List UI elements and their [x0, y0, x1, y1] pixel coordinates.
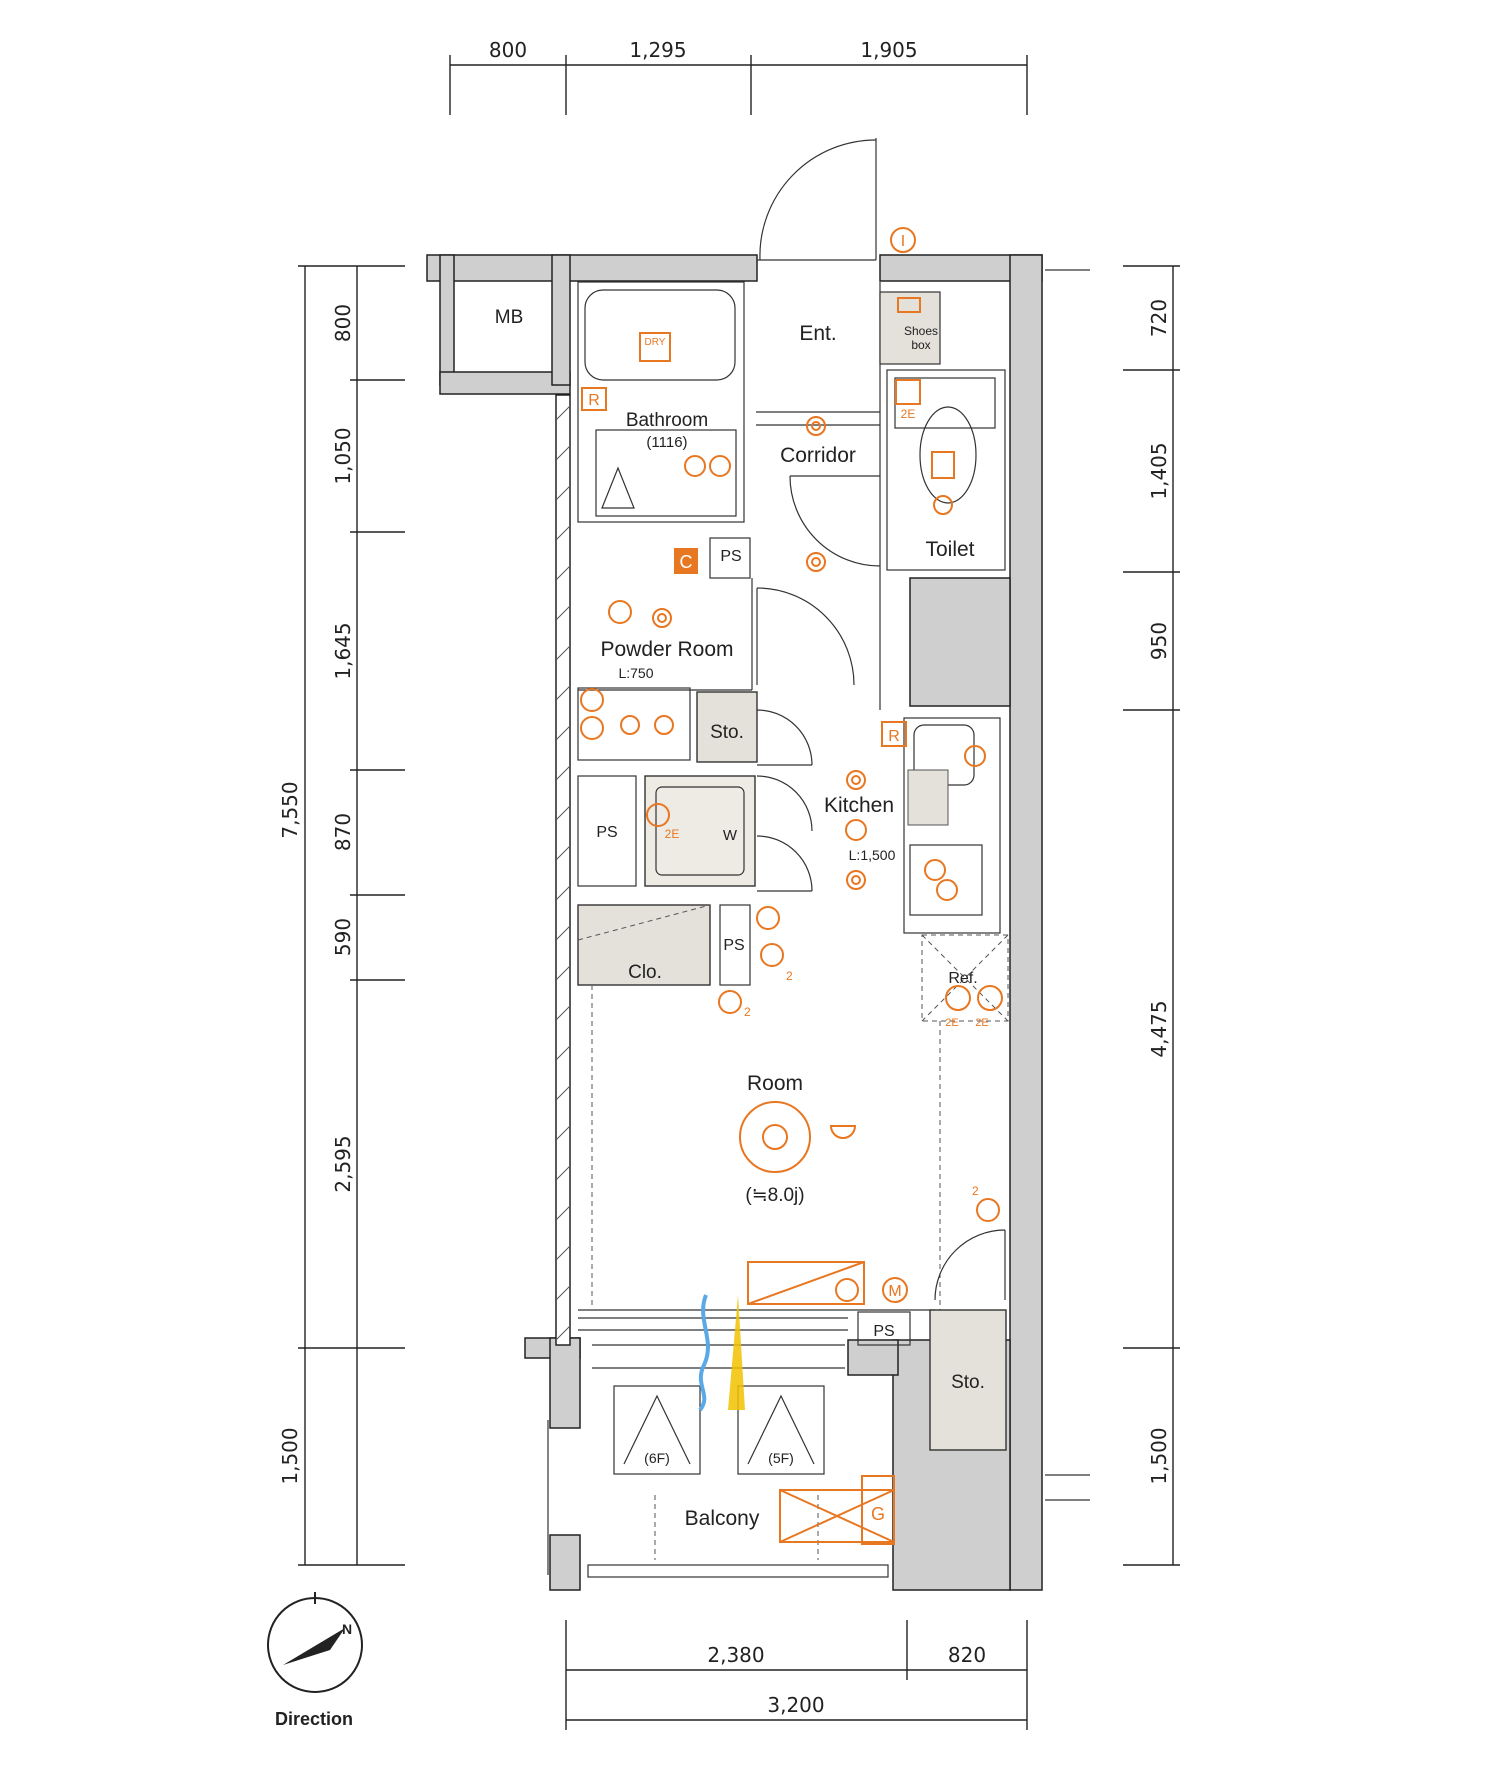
washer-label: W [723, 827, 738, 844]
e2-ref-a-label: 2E [945, 1017, 958, 1029]
dim-left-4: 870 [331, 813, 355, 851]
walls [426, 254, 1043, 1591]
ps-4-label: PS [873, 1323, 894, 1340]
ps-3-label: PS [723, 937, 744, 954]
e2-washer-label: 2E [665, 827, 680, 841]
dim-right-2: 1,405 [1147, 442, 1171, 499]
toilet-label: Toilet [925, 538, 974, 561]
r-bath-label: R [588, 392, 600, 409]
dim-left-3: 1,645 [331, 622, 355, 679]
dimension-lines [298, 55, 1180, 1730]
door-swings [756, 138, 1006, 1301]
compass: N Direction [267, 1592, 363, 1729]
entrance-label: Ent. [799, 322, 836, 345]
two-b-label: 2 [744, 1005, 751, 1019]
floor-6-label: (6F) [644, 1450, 670, 1466]
left-wall-hatching [555, 405, 571, 1341]
compass-label: Direction [275, 1709, 353, 1729]
shoes-box-label: Shoes [904, 324, 938, 338]
dimension-labels: 800 1,295 1,905 7,550 800 1,050 1,645 87… [278, 38, 1171, 1717]
e2-ref-b-label: 2E [975, 1017, 988, 1029]
m-label: M [888, 1283, 901, 1300]
dim-left-6: 2,595 [331, 1135, 355, 1192]
dim-right-5: 1,500 [1147, 1427, 1171, 1484]
floor-5-label: (5F) [768, 1450, 794, 1466]
compass-north-label: N [342, 1621, 352, 1637]
two-a-label: 2 [786, 969, 793, 983]
r-kitchen-label: R [888, 728, 900, 745]
partitions [547, 269, 1090, 1578]
kitchen-note: L:1,500 [849, 847, 896, 863]
compass-needle-icon [283, 1628, 345, 1665]
e2-toilet-label: 2E [901, 407, 916, 421]
ps-1-label: PS [720, 548, 741, 565]
kitchen-label: Kitchen [824, 794, 894, 817]
c-label: C [680, 552, 693, 572]
room-label: Room [747, 1072, 803, 1095]
room-size: (≒8.0j) [745, 1185, 804, 1206]
mb-label: MB [495, 307, 524, 328]
dim-bottom-1: 2,380 [707, 1643, 764, 1667]
balcony-label: Balcony [685, 1507, 760, 1530]
i-label: I [901, 233, 905, 250]
shoes-box-label-2: box [911, 338, 930, 352]
bathroom-size: (1116) [646, 434, 687, 451]
dim-right-3: 950 [1147, 622, 1171, 660]
corridor-label: Corridor [780, 444, 856, 467]
ps-2-label: PS [596, 824, 617, 841]
powder-room-label: Powder Room [600, 638, 733, 661]
bathroom-label: Bathroom [626, 410, 708, 431]
storage-1-label: Sto. [710, 722, 744, 743]
dim-top-3: 1,905 [860, 38, 917, 62]
dry-label: DRY [645, 337, 666, 348]
dim-bottom-total: 3,200 [767, 1693, 824, 1717]
room-labels: MB Ent. Shoes box Bathroom (1116) Corrid… [495, 307, 985, 1530]
refrigerator-label: Ref. [948, 970, 977, 987]
dim-left-1: 800 [331, 304, 355, 342]
dim-bottom-2: 820 [948, 1643, 986, 1667]
powder-room-note: L:750 [618, 665, 653, 681]
two-c-label: 2 [972, 1184, 979, 1198]
dim-left-5: 590 [331, 918, 355, 956]
storage-2-label: Sto. [951, 1372, 985, 1393]
dim-top-1: 800 [489, 38, 527, 62]
equipment-symbols: DRY R C I 2E 2E R [580, 227, 1003, 1545]
dim-right-1: 720 [1147, 299, 1171, 337]
dim-left-7: 1,500 [278, 1427, 302, 1484]
closet-label: Clo. [628, 962, 662, 983]
dim-top-2: 1,295 [629, 38, 686, 62]
dim-left-2: 1,050 [331, 427, 355, 484]
dim-left-total: 7,550 [278, 781, 302, 838]
air-flow-markers [698, 1294, 745, 1412]
dim-right-4: 4,475 [1147, 1000, 1171, 1057]
g-label: G [871, 1504, 885, 1524]
